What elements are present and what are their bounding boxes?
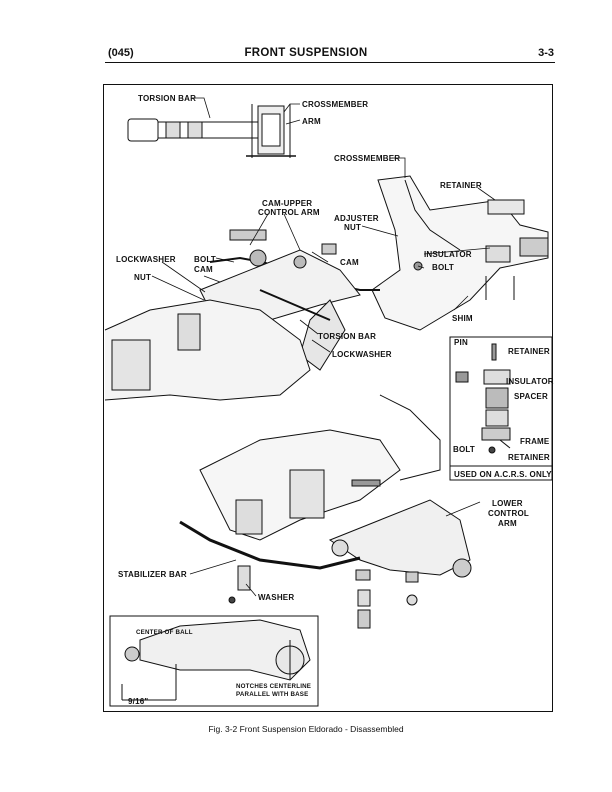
lower-control-arm-illustration (199, 429, 472, 578)
label-insulator: INSULATOR (424, 250, 472, 259)
label-crossmember: CROSSMEMBER (334, 154, 400, 163)
label-shim: SHIM (452, 314, 473, 323)
detail-label-dimension: 9/16" (128, 697, 148, 706)
label-bolt-right: BOLT (432, 263, 454, 272)
inset-label-retainer: RETAINER (508, 347, 550, 356)
label-cam-right: CAM (340, 258, 359, 267)
acrs-inset-illustration (455, 343, 511, 454)
label-washer: WASHER (258, 593, 294, 602)
crossmember-illustration (371, 175, 549, 331)
label-lockwasher: LOCKWASHER (332, 350, 392, 359)
stabilizer-bar-illustration (179, 520, 419, 629)
inset-label-bolt: BOLT (453, 445, 475, 454)
label-torsion-bar: TORSION BAR (318, 332, 376, 341)
inset-label-note: USED ON A.C.R.S. ONLY (454, 470, 552, 479)
label-nut: NUT (134, 273, 151, 282)
label-cam-upper-2: CONTROL ARM (258, 208, 320, 217)
label-crossmember-top: CROSSMEMBER (302, 100, 368, 109)
label-stabilizer-bar: STABILIZER BAR (118, 570, 187, 579)
detail-label-center-of-ball: CENTER OF BALL (136, 629, 193, 636)
label-cam-upper-1: CAM-UPPER (262, 199, 312, 208)
inset-label-retainer2: RETAINER (508, 453, 550, 462)
detail-label-notches-1: NOTCHES CENTERLINE (236, 683, 311, 690)
header-rule (105, 62, 555, 64)
label-retainer: RETAINER (440, 181, 482, 190)
ball-joint-detail-illustration (121, 619, 311, 701)
label-adjuster-1: ADJUSTER (334, 214, 379, 223)
label-lockwasher-left: LOCKWASHER (116, 255, 176, 264)
inset-label-spacer: SPACER (514, 392, 548, 401)
label-lower-1: LOWER (492, 499, 523, 508)
label-bolt-left: BOLT (194, 255, 216, 264)
figure-caption: Fig. 3-2 Front Suspension Eldorado - Dis… (208, 724, 404, 734)
label-lower-2: CONTROL (488, 509, 529, 518)
inset-label-pin: PIN (454, 338, 468, 347)
torsion-bar-illustration (127, 104, 296, 158)
section-title: FRONT SUSPENSION (244, 47, 368, 59)
label-cam-left: CAM (194, 265, 213, 274)
frame-rail-illustration (104, 299, 441, 481)
label-torsion-bar-top: TORSION BAR (138, 94, 196, 103)
page-number: 3-3 (538, 47, 554, 59)
label-arm: ARM (302, 117, 321, 126)
label-lower-3: ARM (498, 519, 517, 528)
label-adjuster-2: NUT (344, 223, 361, 232)
page-code: (045) (108, 47, 134, 59)
inset-label-insulator: INSULATOR (506, 377, 554, 386)
detail-label-notches-2: PARALLEL WITH BASE (236, 691, 308, 698)
inset-label-frame: FRAME (520, 437, 550, 446)
